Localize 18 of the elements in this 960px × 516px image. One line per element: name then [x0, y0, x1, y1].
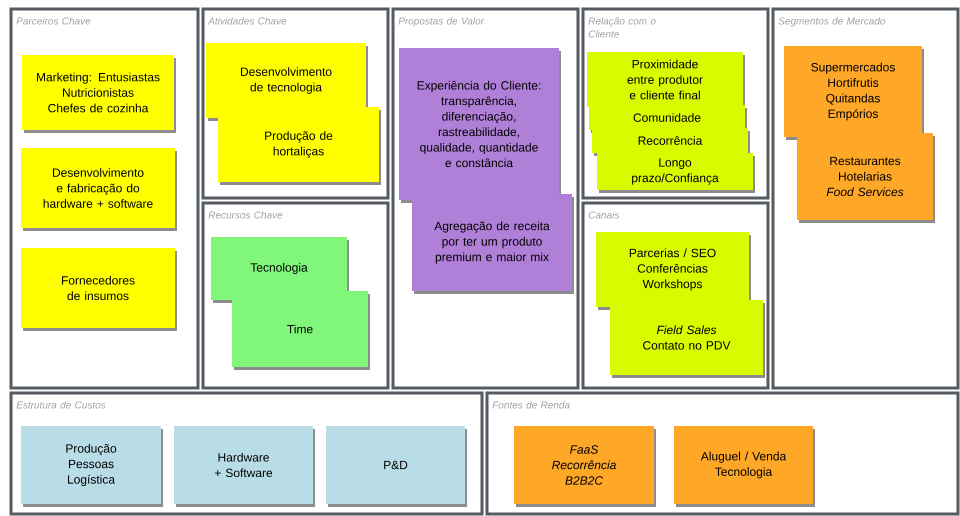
sticky-note: Parcerias / SEO Conferências Workshops: [596, 232, 751, 310]
sticky-note: FaaS Recorrência B2B2C: [514, 426, 656, 507]
sticky-note: Time: [232, 291, 370, 370]
sticky-note: Produção Pessoas Logística: [21, 426, 164, 507]
sticky-note: Experiência do Cliente: transparência, diferenciação, rastreabilidade, qualidade, quantidade e constância: [399, 48, 561, 203]
sticky-note: P&D: [326, 426, 467, 507]
sticky-note: Restaurantes Hotelarias Food Services: [797, 133, 935, 223]
sticky-note: Agregação de receita por ter um produto premium e maior mix: [412, 194, 574, 294]
sticky-note: Produção de hortaliças: [218, 107, 381, 185]
sticky-note: Marketing: Entusiastas Nutricionistas Chefes de cozinha: [22, 55, 176, 133]
sticky-note: Supermercados Hortifrutis Quitandas Empórios: [784, 46, 924, 140]
sticky-note: Recorrência: [592, 128, 750, 156]
sticky-note: Desenvolvimento e fabricação do hardware + software: [21, 148, 177, 231]
sticky-note: Aluguel / Venda Tecnologia: [674, 426, 815, 507]
sticky-note: Longo prazo/Confiança: [597, 153, 755, 193]
sticky-note: Field Sales Contato no PDV: [610, 300, 765, 378]
sticky-note: Fornecedores de insumos: [21, 248, 177, 331]
sticky-note: Hardware + Software: [174, 426, 315, 507]
